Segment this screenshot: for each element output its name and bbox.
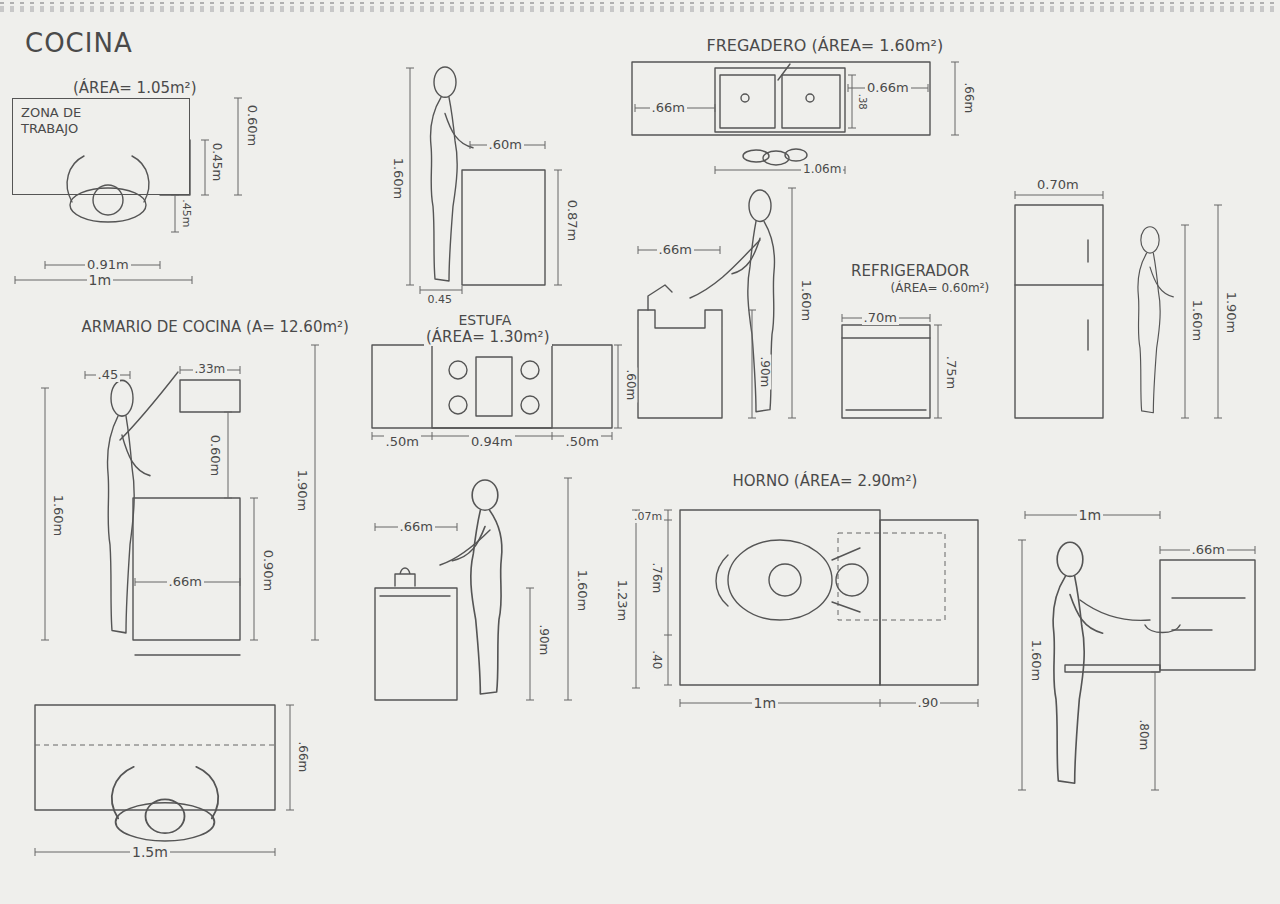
section-title: (ÁREA= 1.05m²) (71, 80, 199, 97)
dimension-label: 1.60m (1189, 297, 1204, 343)
section-title: ARMARIO DE COCINA (A= 12.60m²) (80, 319, 351, 336)
dimension-label: 1.23m (614, 577, 629, 623)
zone-label: ZONA DE TRABAJO (13, 99, 149, 142)
section-title: REFRIGERADOR (849, 263, 971, 280)
dimension-label: .60m (623, 368, 637, 403)
dimension-label: 0.87m (564, 197, 579, 243)
dimension-label: .76m (649, 561, 663, 596)
dimension-label: .33m (193, 363, 228, 377)
section-title: ESTUFA (457, 312, 514, 328)
dimension-label: .45 (96, 368, 121, 383)
dimension-label: 1m (87, 272, 114, 288)
dimension-label: 1.60m (50, 492, 65, 538)
dimension-label: 0.94m (469, 435, 515, 450)
dimension-label: .66m (657, 243, 694, 258)
dimension-label: .90m (536, 623, 550, 658)
dimension-label: .90 (916, 696, 941, 711)
dimension-label: 0.60m (207, 432, 222, 478)
dimension-label: 1.5m (130, 844, 170, 860)
dimension-label: 0.45m (209, 141, 223, 183)
dimension-label: 1.90m (294, 467, 309, 513)
section-title: FREGADERO (ÁREA= 1.60m²) (705, 37, 946, 55)
dimension-label: .07m (632, 511, 664, 524)
dimension-label: .66m (167, 575, 204, 590)
dimension-label: 1.60m (390, 155, 405, 201)
dimension-label: 1m (752, 695, 779, 711)
dimension-label: 0.60m (244, 102, 259, 148)
dimension-label: 0.91m (85, 258, 131, 273)
dimension-label: .75m (943, 353, 958, 390)
work-zone-box: ZONA DE TRABAJO (12, 98, 190, 195)
dimension-label: .66m (961, 81, 975, 116)
dimension-label: 1.60m (574, 567, 589, 613)
dimension-label: 0.45 (426, 294, 455, 307)
dimension-label: .45m (180, 197, 193, 229)
dimension-label: .80m (1136, 718, 1150, 753)
dimension-label: .50m (564, 435, 601, 450)
dimension-label: .90m (757, 355, 771, 390)
spiral-binding (0, 3, 1280, 9)
dimension-label: .66m (650, 101, 687, 116)
dimension-label: 1.60m (1028, 637, 1043, 683)
dimension-label: 1.90m (1223, 289, 1238, 335)
dimension-label: 0.70m (1035, 178, 1081, 193)
dimension-label: .38 (856, 92, 868, 112)
dimension-label: .66m (295, 740, 309, 775)
dimension-label: 1.60m (798, 277, 813, 323)
dimension-label: .66m (398, 520, 435, 535)
dimension-label: 0.90m (260, 547, 275, 593)
dimension-label: 0.66m (865, 81, 911, 96)
page-title: COCINA (25, 28, 133, 58)
dimension-label: .60m (487, 138, 524, 153)
dimension-label: .66m (1190, 543, 1227, 558)
dimension-label: .70m (862, 311, 899, 326)
dimension-label: 1.06m (801, 163, 843, 177)
section-title: (ÁREA= 1.30m²) (424, 329, 552, 346)
section-title: HORNO (ÁREA= 2.90m²) (731, 473, 920, 490)
section-title: (ÁREA= 0.60m²) (889, 282, 992, 296)
dimension-label: .40 (649, 648, 663, 671)
dimension-label: .50m (384, 435, 421, 450)
dimension-label: 1m (1077, 507, 1104, 523)
